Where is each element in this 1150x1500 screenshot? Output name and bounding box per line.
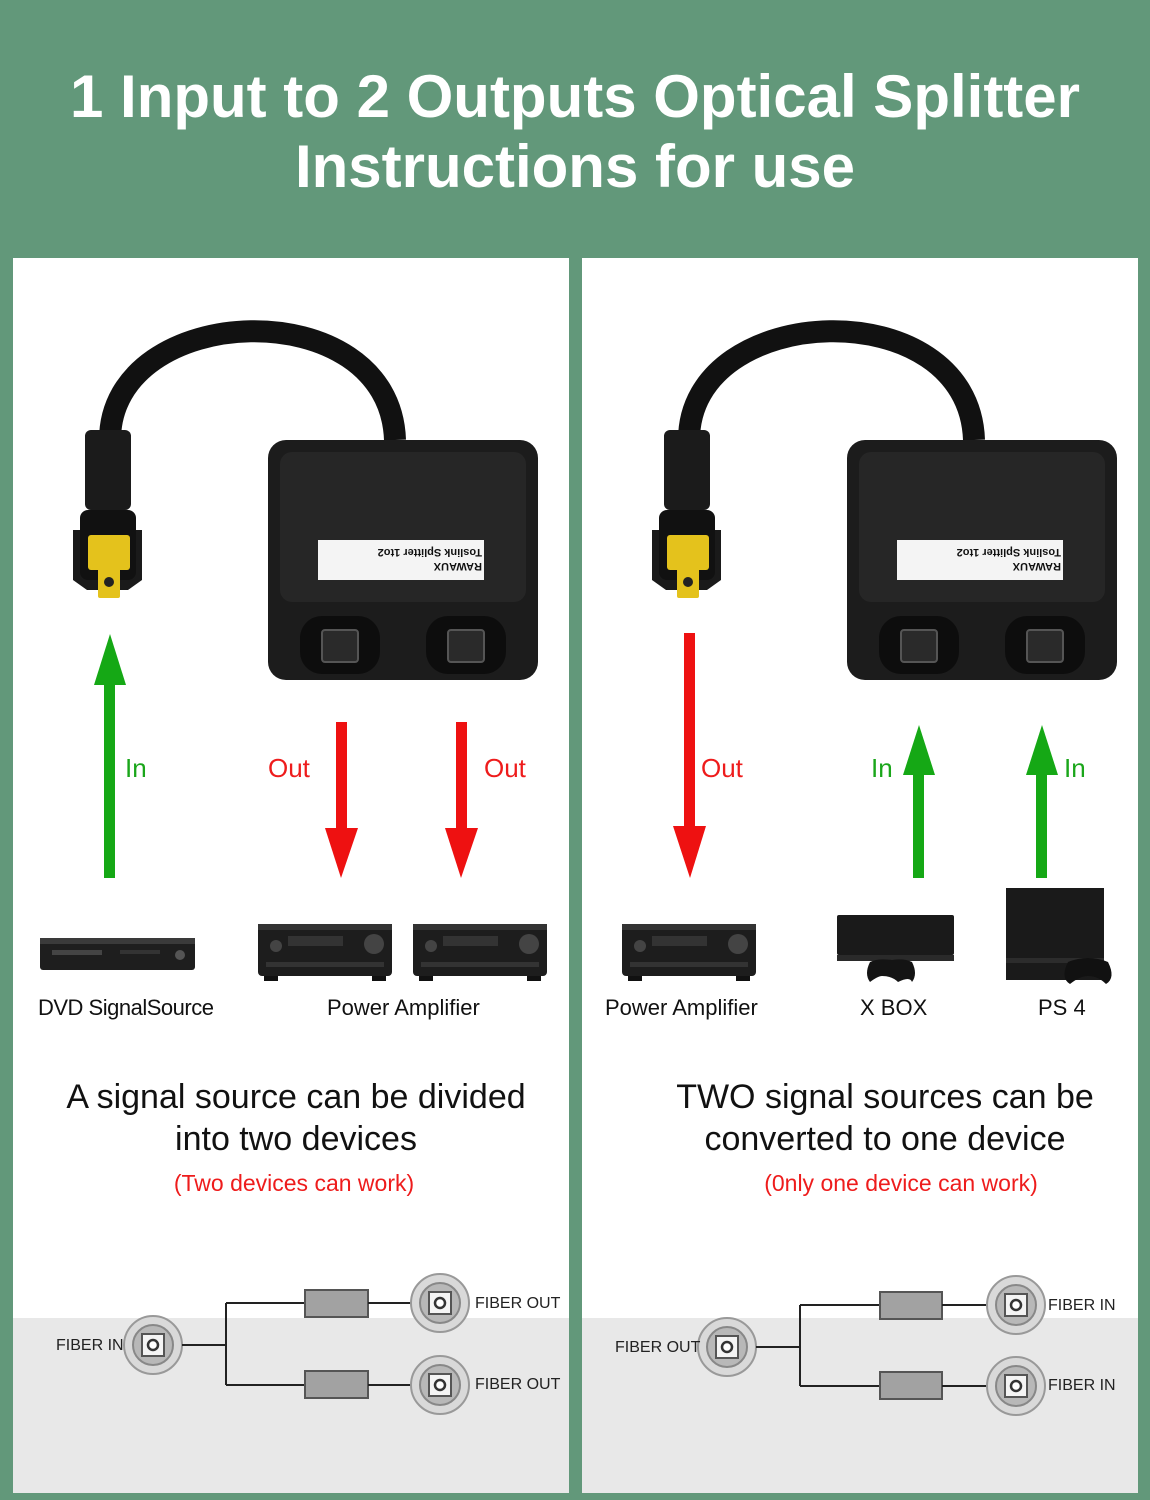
- right-in-arrow-1: [903, 725, 935, 878]
- right-product-label: RAWAUX Toslink Splitter 1to2: [899, 545, 1061, 573]
- right-splitter-image: [652, 331, 1117, 680]
- xbox-console-icon: [837, 915, 954, 982]
- left-wiring-diagram: [122, 1272, 471, 1416]
- device-label-ps4: PS 4: [1038, 995, 1086, 1020]
- fiber-port-icon: [985, 1274, 1047, 1336]
- left-out-arrow-2: [445, 722, 478, 878]
- right-wiring-diagram: [696, 1274, 1047, 1417]
- right-diagram-output-label-1: FIBER IN: [1048, 1297, 1116, 1314]
- left-in-label: In: [125, 753, 147, 783]
- product-model: Toslink Splitter 1to2: [956, 546, 1061, 558]
- ps4-console-icon: [1006, 888, 1112, 984]
- right-diagram-output-label-2: FIBER IN: [1048, 1377, 1116, 1394]
- product-brand: RAWAUX: [433, 560, 482, 572]
- device-label-amplifier: Power Amplifier: [327, 995, 480, 1020]
- device-label-dvd: DVD SignalSource: [38, 995, 214, 1020]
- left-caption-line2: into two devices: [175, 1120, 417, 1158]
- power-amplifier-icon: [622, 924, 756, 981]
- device-label-amplifier: Power Amplifier: [605, 995, 758, 1020]
- right-caption-line1: TWO signal sources can be: [676, 1078, 1094, 1116]
- left-caption-band: [13, 1318, 569, 1493]
- right-diagram-source-label: FIBER OUT: [615, 1339, 701, 1356]
- fiber-port-icon: [409, 1272, 471, 1334]
- right-caption-note: (0nly one device can work): [764, 1170, 1038, 1196]
- right-in-arrow-2: [1026, 725, 1058, 878]
- product-model: Toslink Splitter 1to2: [377, 546, 482, 558]
- product-brand: RAWAUX: [1012, 560, 1061, 572]
- left-caption-line1: A signal source can be divided: [66, 1078, 526, 1116]
- fiber-port-icon: [696, 1316, 758, 1378]
- dvd-player-icon: [40, 938, 195, 970]
- left-diagram-source-label: FIBER IN: [56, 1337, 124, 1354]
- fiber-port-icon: [122, 1314, 184, 1376]
- page-subtitle: Instructions for use: [294, 133, 856, 200]
- power-amplifier-icon: [413, 924, 547, 981]
- left-out-arrow-1: [325, 722, 358, 878]
- left-diagram-output-label-2: FIBER OUT: [475, 1376, 561, 1393]
- right-in-label-2: In: [1064, 753, 1086, 783]
- left-splitter-image: [73, 331, 538, 680]
- right-out-arrow: [673, 633, 706, 878]
- right-out-label: Out: [701, 753, 743, 783]
- right-caption-line2: converted to one device: [704, 1120, 1066, 1158]
- left-diagram-output-label-1: FIBER OUT: [475, 1295, 561, 1312]
- fiber-port-icon: [985, 1355, 1047, 1417]
- left-caption-note: (Two devices can work): [173, 1170, 415, 1196]
- left-product-label: RAWAUX Toslink Splitter 1to2: [320, 545, 482, 573]
- left-out-label-1: Out: [268, 753, 310, 783]
- power-amplifier-icon: [258, 924, 392, 981]
- device-label-xbox: X BOX: [860, 995, 928, 1020]
- left-out-label-2: Out: [484, 753, 526, 783]
- fiber-port-icon: [409, 1354, 471, 1416]
- left-in-arrow: [94, 634, 126, 878]
- right-caption-band: [582, 1318, 1138, 1493]
- right-in-label-1: In: [871, 753, 893, 783]
- page-title: 1 Input to 2 Outputs Optical Splitter: [69, 63, 1080, 130]
